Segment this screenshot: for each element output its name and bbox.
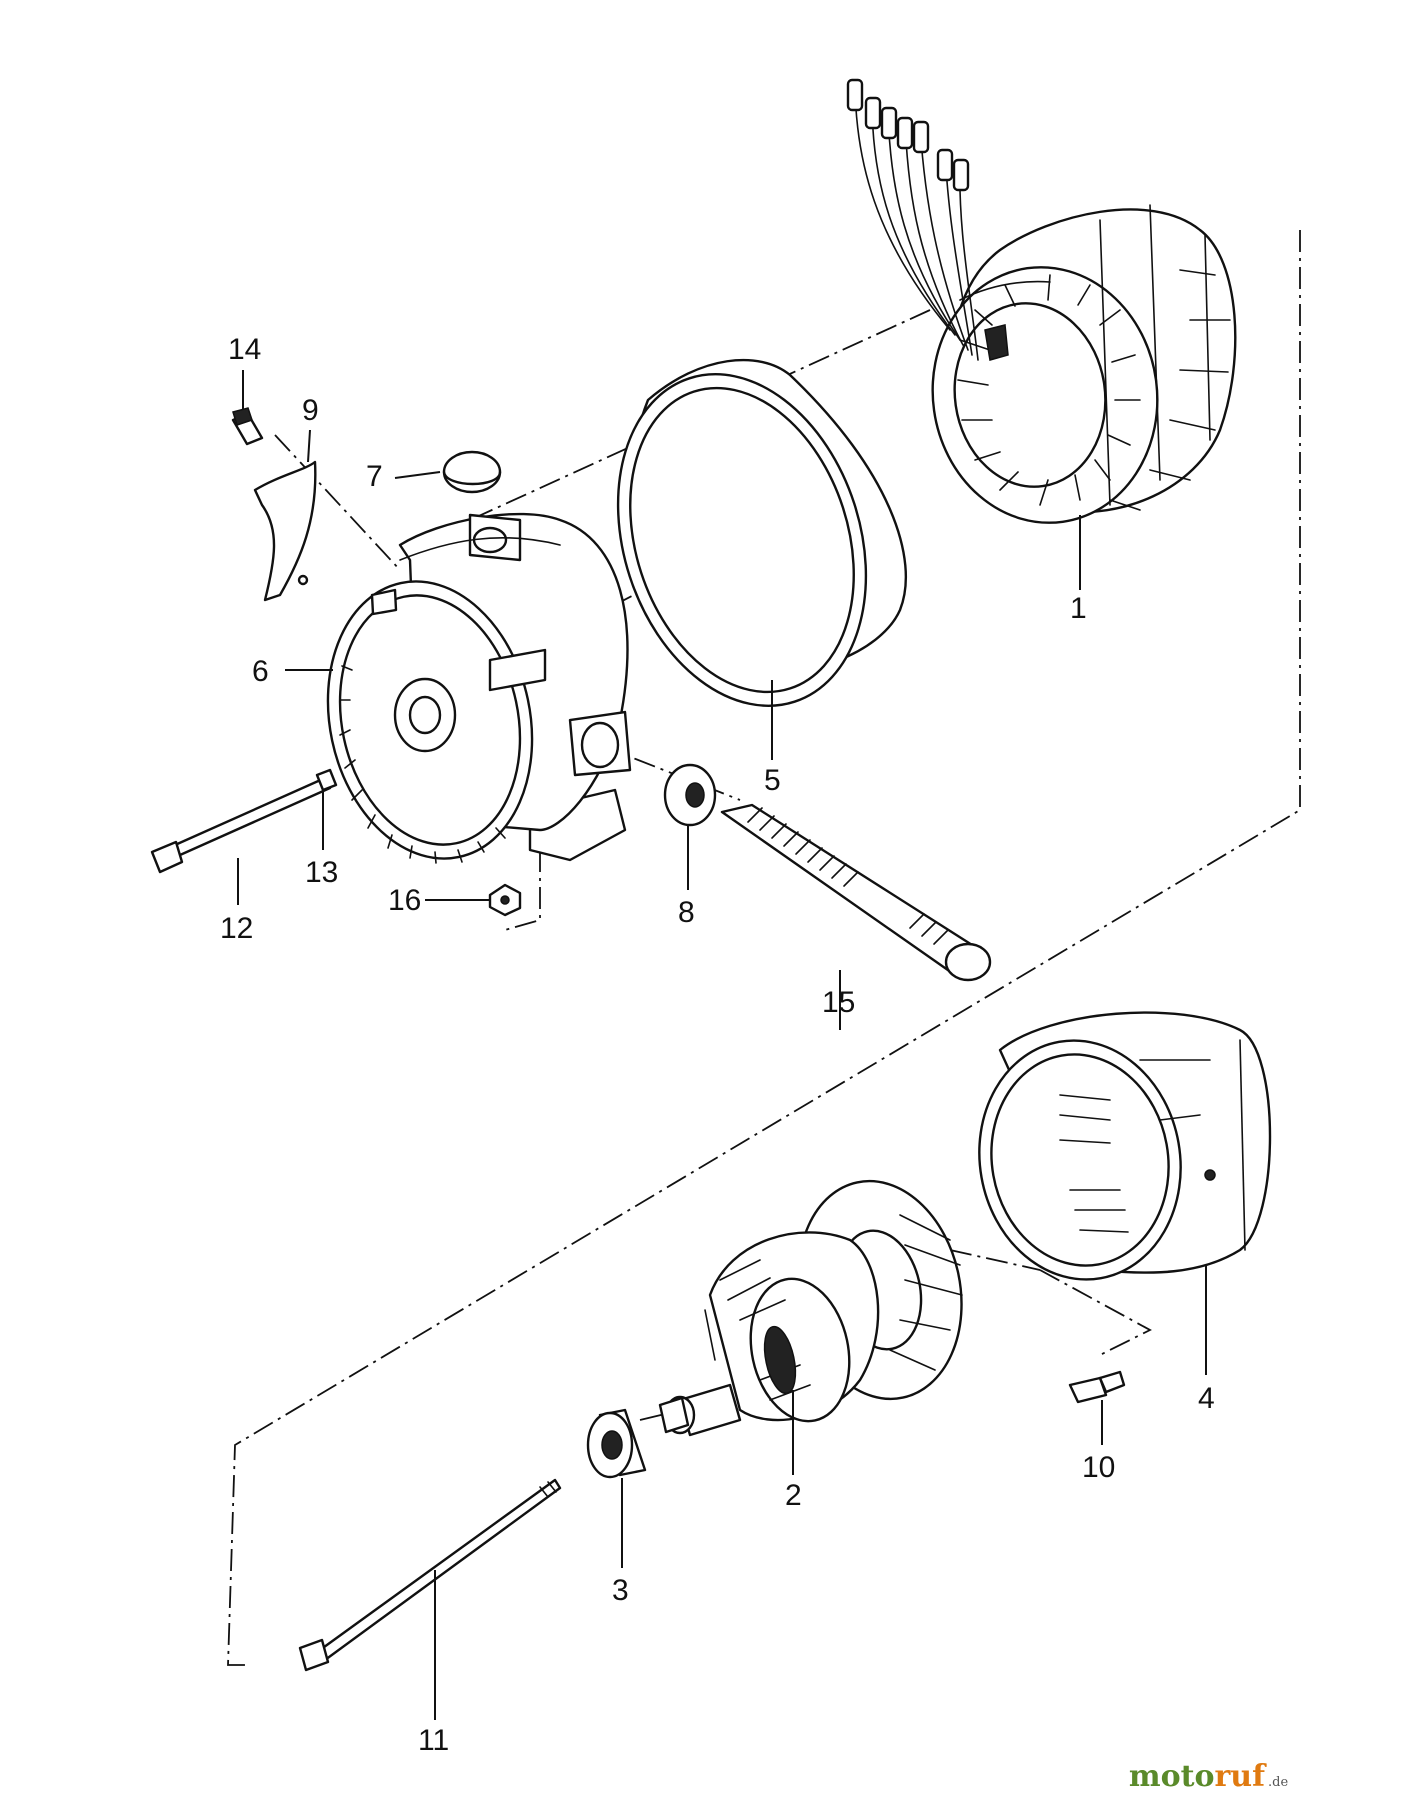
bracket-part xyxy=(253,460,317,602)
motoruf-watermark: motoruf .de xyxy=(1129,1759,1289,1794)
front-housing-part xyxy=(978,1011,1272,1281)
callout-16: 16 xyxy=(388,884,421,917)
callout-1: 1 xyxy=(1070,592,1087,625)
callout-15: 15 xyxy=(822,986,855,1019)
callout-10: 10 xyxy=(1082,1451,1115,1484)
watermark-brand-b: ruf xyxy=(1214,1759,1267,1794)
stator-part xyxy=(846,78,1237,524)
cap-part xyxy=(442,450,502,494)
callout-3: 3 xyxy=(612,1574,629,1607)
hex-nut-part xyxy=(488,883,522,917)
svg-text:motoruf: motoruf xyxy=(1129,1759,1267,1794)
callout-12: 12 xyxy=(220,912,253,945)
through-bolt-part xyxy=(298,1478,562,1672)
cover-band-part xyxy=(616,358,908,707)
front-bolt-part xyxy=(1068,1370,1126,1404)
small-nut-part xyxy=(315,768,338,792)
callout-7: 7 xyxy=(366,460,383,493)
bearing-part xyxy=(586,1408,647,1479)
watermark-suffix: .de xyxy=(1268,1775,1288,1790)
small-screw-part xyxy=(231,407,264,446)
leader-lines xyxy=(237,370,1207,1720)
rear-housing-part xyxy=(326,512,632,864)
callout-14: 14 xyxy=(228,333,261,366)
rotor-part xyxy=(658,1179,963,1437)
washer-part xyxy=(663,763,717,827)
threaded-shaft-part xyxy=(720,803,992,982)
callout-labels: 1 2 3 4 5 6 7 8 9 10 11 12 13 14 15 16 xyxy=(220,333,1215,1757)
callout-5: 5 xyxy=(764,764,781,797)
watermark-brand-a: moto xyxy=(1129,1759,1215,1794)
callout-6: 6 xyxy=(252,655,269,688)
callout-2: 2 xyxy=(785,1479,802,1512)
callout-9: 9 xyxy=(302,394,319,427)
long-bolt-part xyxy=(150,776,332,874)
callout-11: 11 xyxy=(418,1724,449,1757)
callout-4: 4 xyxy=(1198,1382,1215,1415)
callout-13: 13 xyxy=(305,856,338,889)
callout-8: 8 xyxy=(678,896,695,929)
